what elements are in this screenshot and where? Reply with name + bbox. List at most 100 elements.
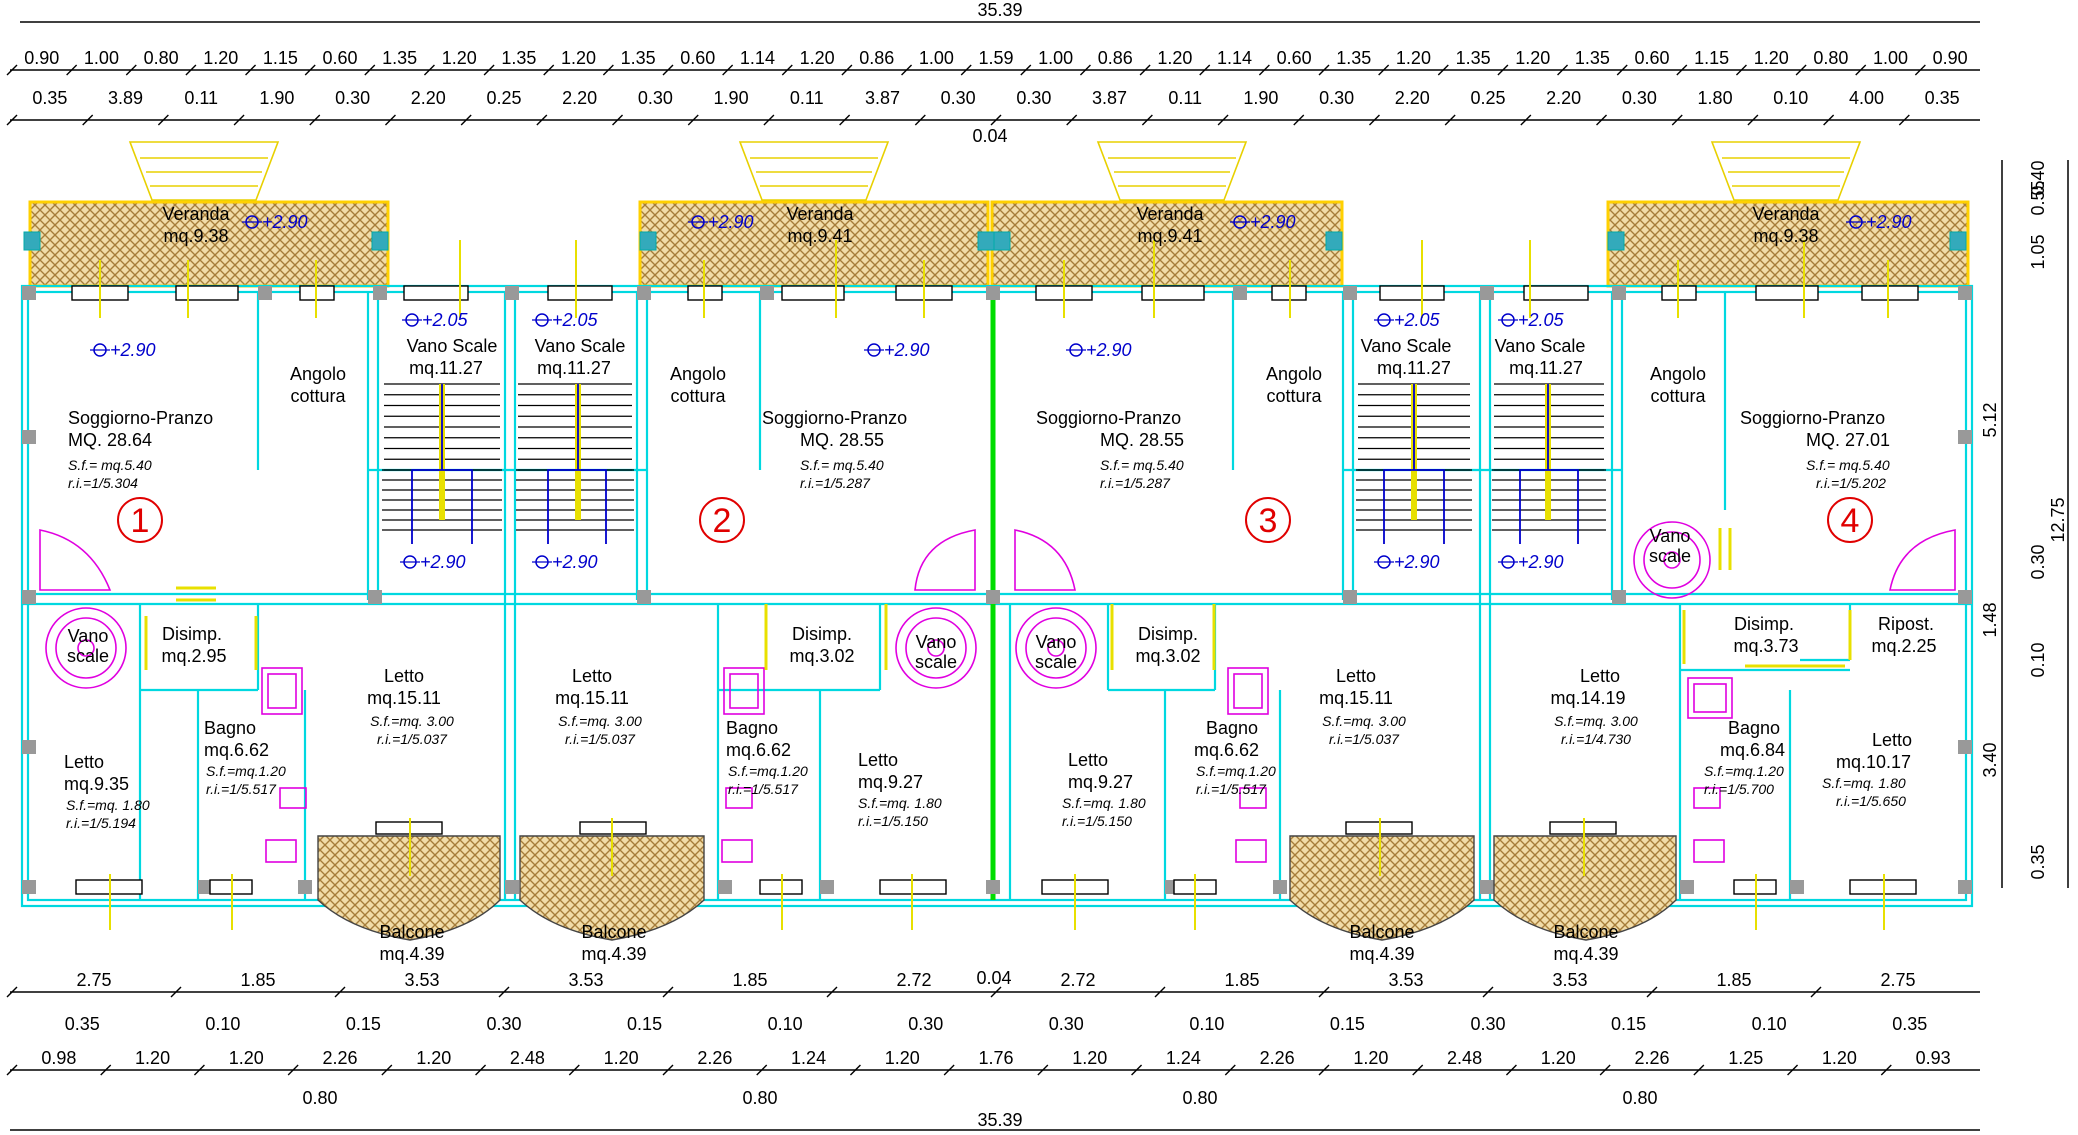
level-marker-9: +2.05: [1394, 310, 1441, 330]
letto-small-1-label: Letto: [64, 752, 104, 772]
dim-bottom1-7: 1.85: [1224, 970, 1259, 990]
level-marker-7: +2.05: [422, 310, 469, 330]
letto-small-3-label: Letto: [1068, 750, 1108, 770]
overall-width-top: 35.39: [977, 0, 1022, 20]
unit-1-number: 1: [131, 502, 150, 540]
dim-row1-tick-9: [543, 64, 555, 76]
veranda-2-area: mq.9.41: [787, 226, 852, 246]
dim-row1-9: 1.20: [561, 48, 596, 68]
letto-small-1-ri: r.i.=1/5.194: [66, 815, 136, 831]
level-marker-0: +2.90: [262, 212, 308, 232]
level-marker-11: +2.90: [420, 552, 466, 572]
dim-row1-18: 0.86: [1098, 48, 1133, 68]
dim-bottom1-tick-5: [826, 986, 838, 998]
dim-bottom1-3: 3.53: [568, 970, 603, 990]
soggiorno-4-ri: r.i.=1/5.202: [1816, 475, 1886, 491]
unit-4-number: 4: [1841, 502, 1860, 540]
bagno-2-area: mq.6.62: [726, 740, 791, 760]
dim-row1-4: 1.15: [263, 48, 298, 68]
balconies: [317, 835, 1677, 941]
dim-row1-tick-26: [1557, 64, 1569, 76]
disimp-2-area: mq.3.02: [789, 646, 854, 666]
letto-big-1-area: mq.15.11: [367, 688, 441, 708]
soggiorno-1-ri: r.i.=1/5.304: [68, 475, 138, 491]
dim-bottom3-tick-1: [100, 1064, 112, 1076]
dim-row2-tick-19: [1444, 114, 1456, 126]
dim-row2-25: 0.35: [1925, 88, 1960, 108]
balcone-1-label: Balcone: [379, 922, 444, 942]
dim-bottom2-12: 0.10: [1752, 1014, 1787, 1034]
dim-bottom3-tick-10: [943, 1064, 955, 1076]
dim-row1-tick-14: [841, 64, 853, 76]
verandas: [28, 141, 1970, 288]
dim-row2-tick-16: [1217, 114, 1229, 126]
dim-bottom3-tick-4: [381, 1064, 393, 1076]
level-marker-13: +2.90: [1394, 552, 1440, 572]
dim-row1-tick-5: [304, 64, 316, 76]
dim-row1-tick-17: [1020, 64, 1032, 76]
balcone-4-area: mq.4.39: [1553, 944, 1618, 964]
level-marker-4: +2.90: [110, 340, 156, 360]
soggiorno-1-area: MQ. 28.64: [68, 430, 152, 450]
letto-small-4-sf: S.f.=mq. 1.80: [1822, 775, 1906, 791]
dim-row1-25: 1.20: [1515, 48, 1550, 68]
bagno-3-ri: r.i.=1/5.517: [1196, 781, 1267, 797]
dim-row1-7: 1.20: [442, 48, 477, 68]
letto-small-2-sf: S.f.=mq. 1.80: [858, 795, 942, 811]
dim-bottom3-tick-13: [1224, 1064, 1236, 1076]
dim-bottom3-5: 2.48: [510, 1048, 545, 1068]
disimp-1-label: Disimp.: [162, 624, 222, 644]
dim-bottom1-tick-4: [662, 986, 674, 998]
dim-bottom3-tick-15: [1412, 1064, 1424, 1076]
dim-bottom1-2: 3.53: [404, 970, 439, 990]
dim-bottom1-11: 2.75: [1880, 970, 1915, 990]
opening-markers: [99, 240, 1889, 930]
dim-bottom3-8: 1.24: [791, 1048, 826, 1068]
dim-row1-tick-16: [960, 64, 972, 76]
balcone-2-area: mq.4.39: [581, 944, 646, 964]
letto-big-4-ri: r.i.=1/4.730: [1561, 731, 1631, 747]
dim-bottom1-10: 1.85: [1716, 970, 1751, 990]
center-gap-bottom: 0.04: [976, 968, 1011, 988]
dim-row1-tick-1: [66, 64, 78, 76]
unit-1-circle: [117, 497, 163, 543]
dim-row2-1: 3.89: [108, 88, 143, 108]
dim-bottom3-7: 2.26: [697, 1048, 732, 1068]
dim-row2-tick-9: [687, 114, 699, 126]
dim-row2-4: 0.30: [335, 88, 370, 108]
dim-bottom4-2: 0.80: [1182, 1088, 1217, 1108]
unit-4-circle: [1827, 497, 1873, 543]
veranda-4-area: mq.9.38: [1753, 226, 1818, 246]
dim-bottom3-16: 1.20: [1541, 1048, 1576, 1068]
unit-3-number: 3: [1259, 502, 1278, 540]
dim-row1-tick-6: [364, 64, 376, 76]
dim-row1-0: 0.90: [24, 48, 59, 68]
dim-row2-10: 0.11: [790, 88, 824, 108]
dim-right-total: 12.75: [2048, 497, 2068, 542]
vano-spiral-1-a: Vano: [68, 626, 109, 646]
dim-row2-tick-15: [1141, 114, 1153, 126]
dim-row1-26: 1.35: [1575, 48, 1610, 68]
soggiorno-4-area: MQ. 27.01: [1806, 430, 1890, 450]
dim-bottom3-tick-18: [1693, 1064, 1705, 1076]
dim-bottom4-0: 0.80: [302, 1088, 337, 1108]
dim-bottom2-8: 0.10: [1189, 1014, 1224, 1034]
dim-bottom1-tick-7: [1154, 986, 1166, 998]
letto-small-2-ri: r.i.=1/5.150: [858, 813, 928, 829]
dim-row1-30: 0.80: [1813, 48, 1848, 68]
dim-row1-17: 1.00: [1038, 48, 1073, 68]
dim-row2-tick-2: [157, 114, 169, 126]
dim-row1-tick-4: [245, 64, 257, 76]
dim-row1-23: 1.20: [1396, 48, 1431, 68]
dim-bottom2-13: 0.35: [1892, 1014, 1927, 1034]
vano-scale-3-area: mq.11.27: [1377, 358, 1451, 378]
dim-row1-tick-28: [1676, 64, 1688, 76]
letto-big-4-label: Letto: [1580, 666, 1620, 686]
dim-bottom3-11: 1.20: [1072, 1048, 1107, 1068]
dim-bottom3-tick-14: [1318, 1064, 1330, 1076]
room-labels: Veranda mq.9.38 Veranda mq.9.41 Veranda …: [64, 204, 1937, 964]
letto-big-3-area: mq.15.11: [1319, 688, 1393, 708]
vano-scale-4-label: Vano Scale: [1495, 336, 1586, 356]
bagno-2-label: Bagno: [726, 718, 778, 738]
